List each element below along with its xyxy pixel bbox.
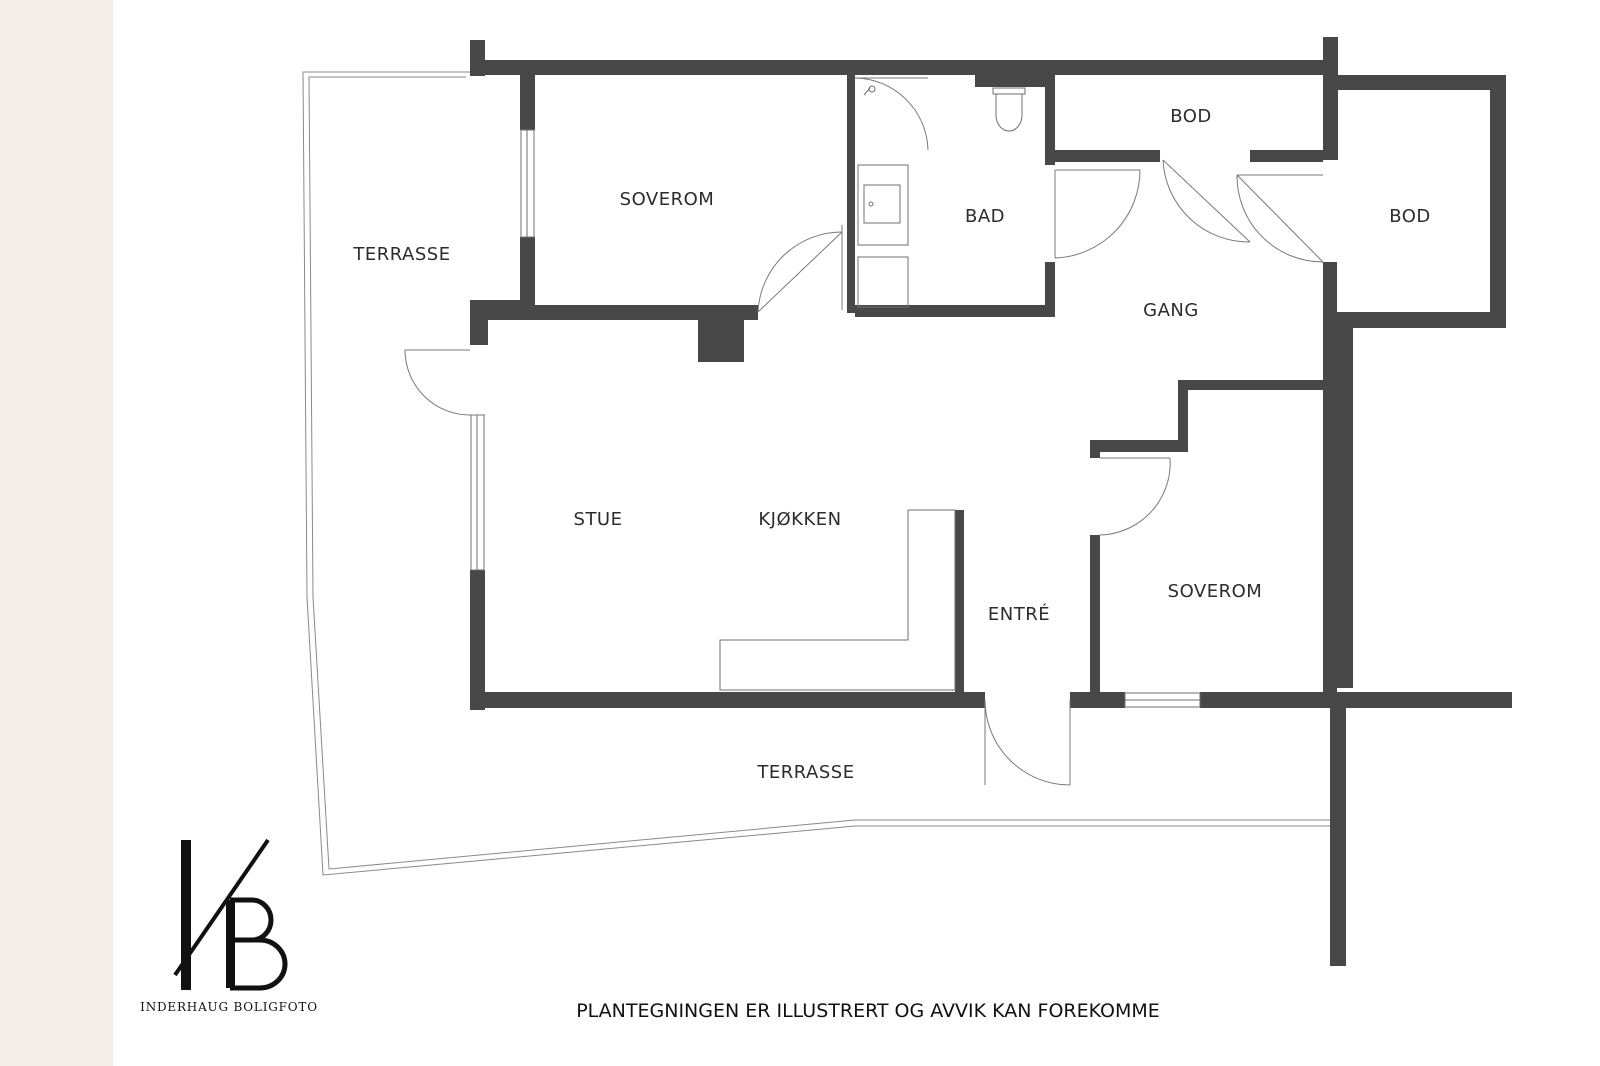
room-labels: TERRASSE SOVEROM BAD BOD BOD GANG STUE K… bbox=[352, 106, 1430, 783]
windows bbox=[470, 129, 1201, 708]
side-strip bbox=[0, 0, 113, 1066]
door-swings bbox=[404, 77, 1324, 786]
room-label-soverom-south: SOVEROM bbox=[1168, 581, 1263, 602]
room-label-soverom-north: SOVEROM bbox=[620, 189, 715, 210]
room-label-terrasse-west: TERRASSE bbox=[352, 244, 450, 265]
walls bbox=[470, 37, 1512, 966]
room-label-bod-east: BOD bbox=[1389, 206, 1431, 227]
disclaimer-text: PLANTEGNINGEN ER ILLUSTRERT OG AVVIK KAN… bbox=[576, 1000, 1160, 1022]
washer-icon bbox=[857, 256, 909, 308]
ib-monogram-logo bbox=[173, 838, 288, 991]
room-label-bad: BAD bbox=[965, 206, 1005, 227]
toilet-icon bbox=[992, 87, 1026, 132]
room-label-bod-north: BOD bbox=[1170, 106, 1212, 127]
shower-icon bbox=[863, 85, 876, 96]
fixtures bbox=[719, 85, 1026, 691]
room-label-terrasse-south: TERRASSE bbox=[756, 762, 854, 783]
sink-icon bbox=[857, 164, 909, 246]
room-label-entre: ENTRÉ bbox=[988, 603, 1050, 625]
brand-name: INDERHAUG BOLIGFOTO bbox=[140, 1000, 318, 1014]
room-label-stue: STUE bbox=[574, 509, 623, 530]
room-label-gang: GANG bbox=[1143, 300, 1199, 321]
kitchen-counter bbox=[719, 509, 956, 691]
room-label-kjokken: KJØKKEN bbox=[758, 509, 841, 530]
terrace-outline bbox=[302, 71, 1330, 876]
